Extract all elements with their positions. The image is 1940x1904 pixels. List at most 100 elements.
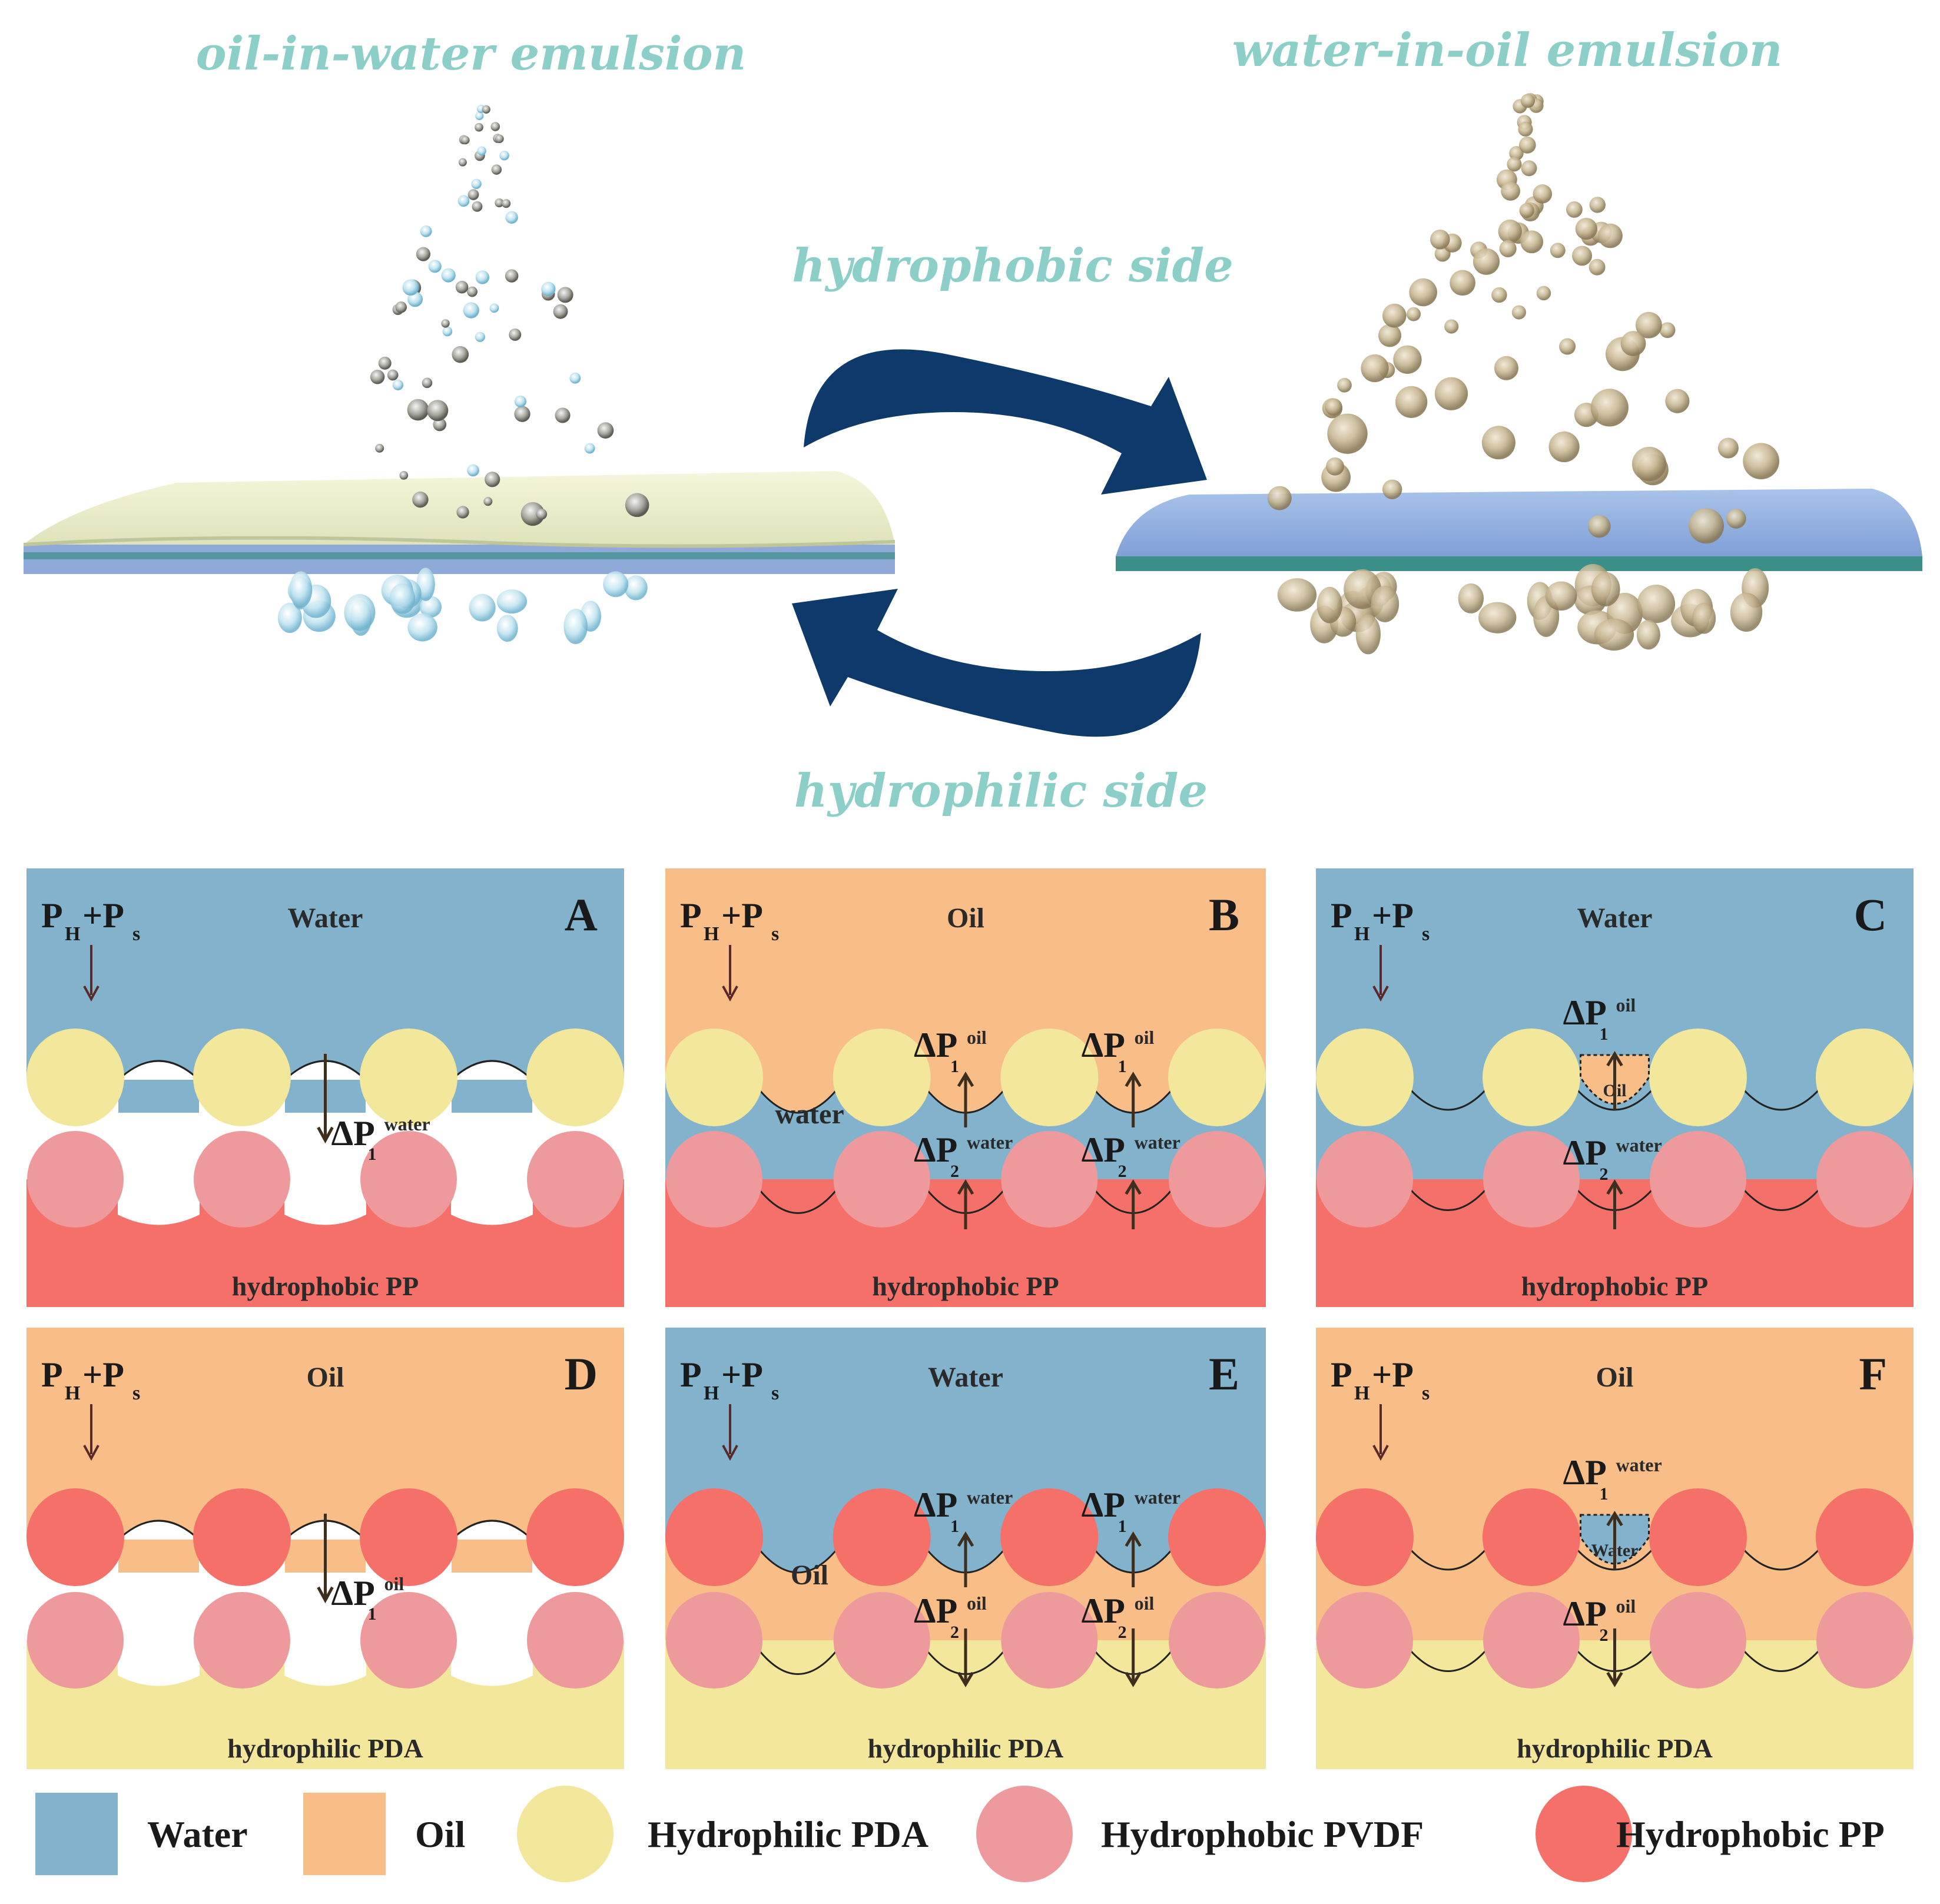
lower-particle (27, 1592, 124, 1689)
droplet-icon (387, 369, 399, 381)
lower-particle (1650, 1131, 1746, 1228)
droplet-icon (475, 111, 484, 121)
panel-letter: B (1209, 889, 1239, 940)
droplet-icon (553, 304, 568, 319)
delta-p-sup: oil (967, 1027, 987, 1048)
panel-letter: A (565, 889, 598, 940)
droplet-icon (278, 602, 302, 633)
droplet-icon (1509, 146, 1524, 161)
droplet-icon (625, 493, 649, 518)
droplet-icon (472, 201, 483, 212)
droplet-icon (1277, 578, 1317, 612)
droplet-icon (457, 195, 470, 207)
droplet-icon (392, 379, 404, 391)
delta-p-label: ΔP (1563, 1594, 1607, 1633)
droplet-icon (395, 301, 407, 313)
droplet-icon (475, 270, 490, 284)
delta-p-sub: 1 (950, 1517, 959, 1536)
lower-particle (1483, 1592, 1580, 1689)
droplet-icon (1382, 479, 1402, 499)
legend-swatch (1536, 1786, 1632, 1882)
lower-particle (360, 1131, 457, 1228)
delta-p-sup: water (384, 1113, 430, 1135)
delta-p-label: ΔP (1082, 1485, 1125, 1524)
droplet-icon (1267, 486, 1292, 510)
delta-p-sub: 1 (368, 1145, 377, 1164)
pressure-plus: +P (721, 896, 763, 935)
delta-p-label: ΔP (1563, 1133, 1607, 1172)
delta-p-sub: 1 (1118, 1057, 1127, 1076)
pressure-plus: +P (82, 896, 124, 935)
droplet-icon (1588, 515, 1611, 538)
panel-letter: C (1854, 889, 1887, 940)
droplet-icon (482, 105, 490, 114)
droplet-icon (1533, 184, 1553, 204)
fluid-label: Oil (306, 1362, 344, 1393)
droplet-icon (597, 422, 614, 439)
pressure-sub-s: s (771, 923, 779, 945)
droplet-icon (1393, 345, 1422, 374)
droplet-icon (1337, 377, 1352, 393)
droplet-icon (1717, 437, 1739, 459)
upper-particle (1316, 1029, 1414, 1126)
panel-letter: D (565, 1348, 598, 1399)
droplet-icon (1355, 614, 1381, 655)
droplet-icon (289, 571, 313, 608)
droplet-icon (1406, 307, 1421, 321)
droplet-icon (1501, 181, 1520, 201)
upper-particle (665, 1488, 763, 1586)
lower-particle (1169, 1592, 1265, 1689)
droplet-icon (514, 406, 530, 422)
pressure-label: P (41, 896, 63, 935)
droplet-icon (461, 135, 470, 145)
lower-particle (194, 1131, 290, 1228)
pressure-label: P (680, 1355, 702, 1394)
lower-particle (194, 1592, 290, 1689)
droplet-icon (1575, 217, 1597, 240)
lower-particle (1316, 1592, 1413, 1689)
droplet-icon (1361, 354, 1389, 383)
lower-particle (666, 1131, 762, 1228)
upper-particle (526, 1488, 624, 1586)
droplet-icon (1743, 443, 1780, 480)
droplet-icon (456, 506, 469, 519)
droplet-icon (412, 491, 429, 508)
droplet-icon (505, 269, 519, 283)
droplet-icon (399, 471, 409, 480)
upper-particle (1316, 1488, 1414, 1586)
delta-p-label: ΔP (331, 1114, 375, 1153)
delta-p-sup: oil (1616, 1595, 1636, 1617)
droplet-icon (1559, 338, 1576, 355)
oil-in-water-title: oil-in-water emulsion (196, 27, 747, 81)
upper-particle (360, 1488, 457, 1586)
droplet-icon (467, 464, 479, 477)
droplet-icon (490, 122, 500, 131)
legend-swatch (303, 1793, 386, 1875)
pressure-label: P (41, 1355, 63, 1394)
pressure-sub-h: H (65, 1382, 80, 1404)
delta-p-label: ΔP (331, 1574, 375, 1613)
fluid-label: Water (928, 1362, 1003, 1393)
droplet-icon (1450, 270, 1475, 296)
upper-particle (833, 1488, 931, 1586)
droplet-icon (489, 303, 499, 313)
panel-letter: E (1209, 1348, 1239, 1399)
delta-p-sup: oil (1135, 1593, 1155, 1614)
delta-p-sup: water (1616, 1454, 1662, 1475)
legend-label: Hydrophobic PP (1616, 1813, 1885, 1855)
delta-p-sub: 2 (1600, 1626, 1609, 1645)
droplet-icon (467, 189, 479, 200)
droplet-icon (428, 260, 442, 273)
base-label: hydrophilic PDA (227, 1733, 423, 1763)
base-label: hydrophobic PP (1521, 1271, 1708, 1301)
droplet-icon (1637, 584, 1676, 623)
delta-p-sup: oil (967, 1593, 987, 1614)
droplet-icon (1520, 94, 1536, 108)
droplet-icon (475, 331, 485, 342)
upper-arrow-icon (804, 349, 1207, 495)
lower-particle (1316, 1131, 1413, 1228)
